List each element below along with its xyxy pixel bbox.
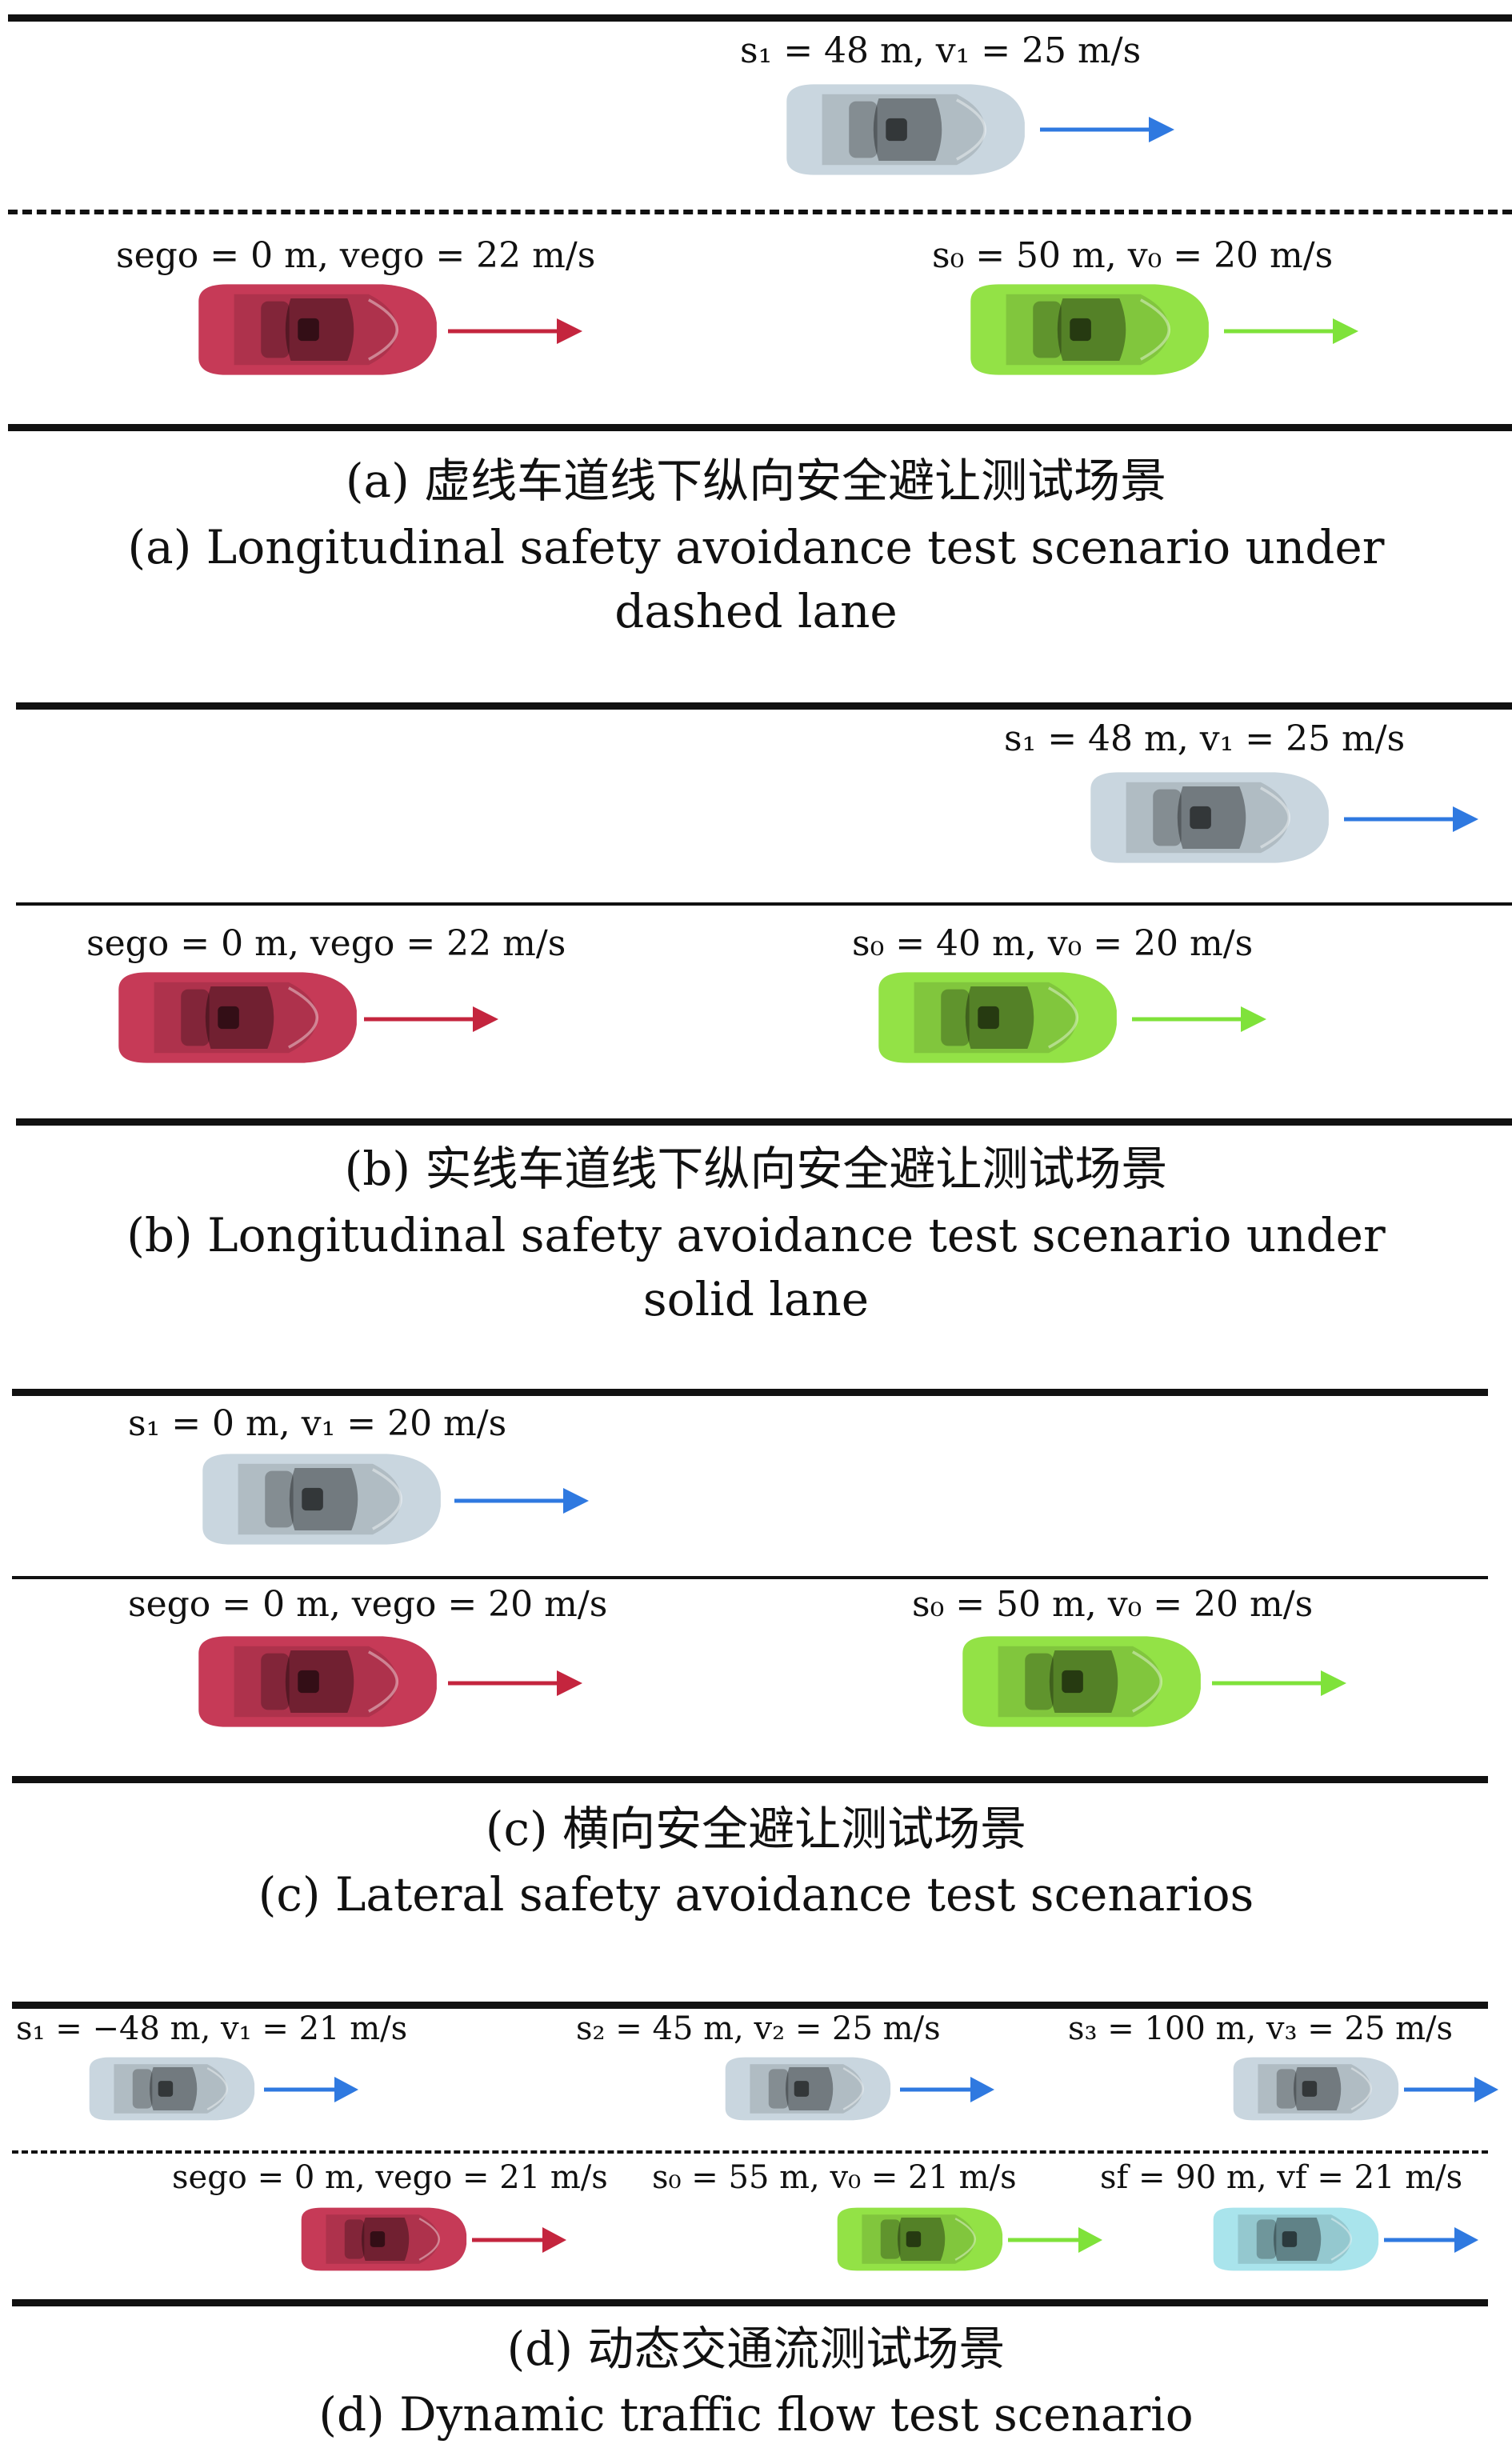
road-edge-top (16, 702, 1512, 710)
road-edge-bottom (16, 1118, 1512, 1126)
other-car (1060, 768, 1348, 867)
vehicle-label: s₁ = −48 m, v₁ = 21 m/s (16, 2010, 408, 2047)
lead-car (940, 280, 1228, 379)
vehicle-label: s₁ = 48 m, v₁ = 25 m/s (1004, 718, 1406, 759)
panel-b: s₁ = 48 m, v₁ = 25 m/s sego = 0 m, vego … (0, 688, 1512, 1376)
panel-d: s₁ = −48 m, v₁ = 21 m/s s₂ = 45 m, v₂ = … (0, 1952, 1512, 2456)
vehicle-label: sego = 0 m, vego = 22 m/s (86, 923, 566, 964)
vehicle-label: s₀ = 40 m, v₀ = 20 m/s (852, 923, 1254, 964)
other-car (1216, 2054, 1408, 2123)
ego-car (168, 280, 456, 379)
caption-en-line1: (c) Lateral safety avoidance test scenar… (258, 1867, 1254, 1922)
road-edge-top (8, 14, 1512, 22)
lane-divider-dashed (12, 2150, 1488, 2154)
velocity-arrow-green (1008, 2227, 1102, 2253)
lane-divider-solid (16, 902, 1512, 906)
road-edge-bottom (12, 2299, 1488, 2306)
vehicle-label: sego = 0 m, vego = 20 m/s (128, 1584, 608, 1625)
caption-zh: (d) 动态交通流测试场景 (506, 2322, 1006, 2376)
velocity-arrow-green (1224, 318, 1358, 344)
velocity-arrow-blue (900, 2077, 994, 2102)
ego-car (284, 2205, 476, 2274)
lane-divider-dashed (8, 210, 1512, 214)
vehicle-label: s₀ = 50 m, v₀ = 20 m/s (912, 1584, 1314, 1625)
vehicle-label: s₂ = 45 m, v₂ = 25 m/s (576, 2010, 941, 2047)
caption-en-line1: (d) Dynamic traffic flow test scenario (318, 2387, 1194, 2442)
velocity-arrow-red (472, 2227, 566, 2253)
lane-divider-solid (12, 1576, 1488, 1579)
panel-c: s₁ = 0 m, v₁ = 20 m/s sego = 0 m, vego =… (0, 1376, 1512, 1952)
velocity-arrow-red (364, 1006, 498, 1032)
caption-zh: (c) 横向安全避让测试场景 (485, 1802, 1027, 1856)
road-edge-bottom (12, 1776, 1488, 1783)
velocity-arrow-green (1132, 1006, 1266, 1032)
road-edge-bottom (8, 424, 1512, 431)
ego-car (168, 1632, 456, 1731)
follow-car (1196, 2205, 1388, 2274)
velocity-arrow-blue (1344, 806, 1478, 832)
ego-car (88, 968, 376, 1067)
road-edge-top (12, 2002, 1488, 2009)
vehicle-label: sego = 0 m, vego = 21 m/s (172, 2159, 608, 2196)
caption-en-line1: (a) Longitudinal safety avoidance test s… (127, 520, 1385, 574)
caption-en-line1: (b) Longitudinal safety avoidance test s… (126, 1208, 1386, 1262)
caption-en-line2: solid lane (642, 1272, 870, 1326)
lead-car (848, 968, 1136, 1067)
velocity-arrow-red (448, 1670, 582, 1696)
velocity-arrow-blue (1404, 2077, 1498, 2102)
other-car (756, 80, 1044, 179)
other-car (708, 2054, 900, 2123)
vehicle-label: sf = 90 m, vf = 21 m/s (1100, 2159, 1463, 2196)
velocity-arrow-blue (264, 2077, 358, 2102)
vehicle-label: s₁ = 0 m, v₁ = 20 m/s (128, 1403, 507, 1444)
velocity-arrow-red (448, 318, 582, 344)
velocity-arrow-blue (454, 1488, 589, 1514)
panel-a: s₁ = 48 m, v₁ = 25 m/s sego = 0 m, vego … (0, 0, 1512, 688)
vehicle-label: sego = 0 m, vego = 22 m/s (116, 235, 596, 276)
vehicle-label: s₁ = 48 m, v₁ = 25 m/s (740, 30, 1142, 71)
vehicle-label: s₀ = 55 m, v₀ = 21 m/s (652, 2159, 1017, 2196)
other-car (72, 2054, 264, 2123)
caption-zh: (b) 实线车道线下纵向安全避让测试场景 (344, 1142, 1168, 1196)
velocity-arrow-blue (1040, 117, 1174, 142)
road-edge-top (12, 1389, 1488, 1396)
velocity-arrow-blue (1384, 2227, 1478, 2253)
vehicle-label: s₀ = 50 m, v₀ = 20 m/s (932, 235, 1334, 276)
velocity-arrow-green (1212, 1670, 1346, 1696)
lead-car (932, 1632, 1220, 1731)
vehicle-label: s₃ = 100 m, v₃ = 25 m/s (1068, 2010, 1454, 2047)
caption-zh: (a) 虚线车道线下纵向安全避让测试场景 (345, 454, 1167, 508)
lead-car (820, 2205, 1012, 2274)
other-car (172, 1450, 460, 1549)
caption-en-line2: dashed lane (614, 584, 898, 638)
